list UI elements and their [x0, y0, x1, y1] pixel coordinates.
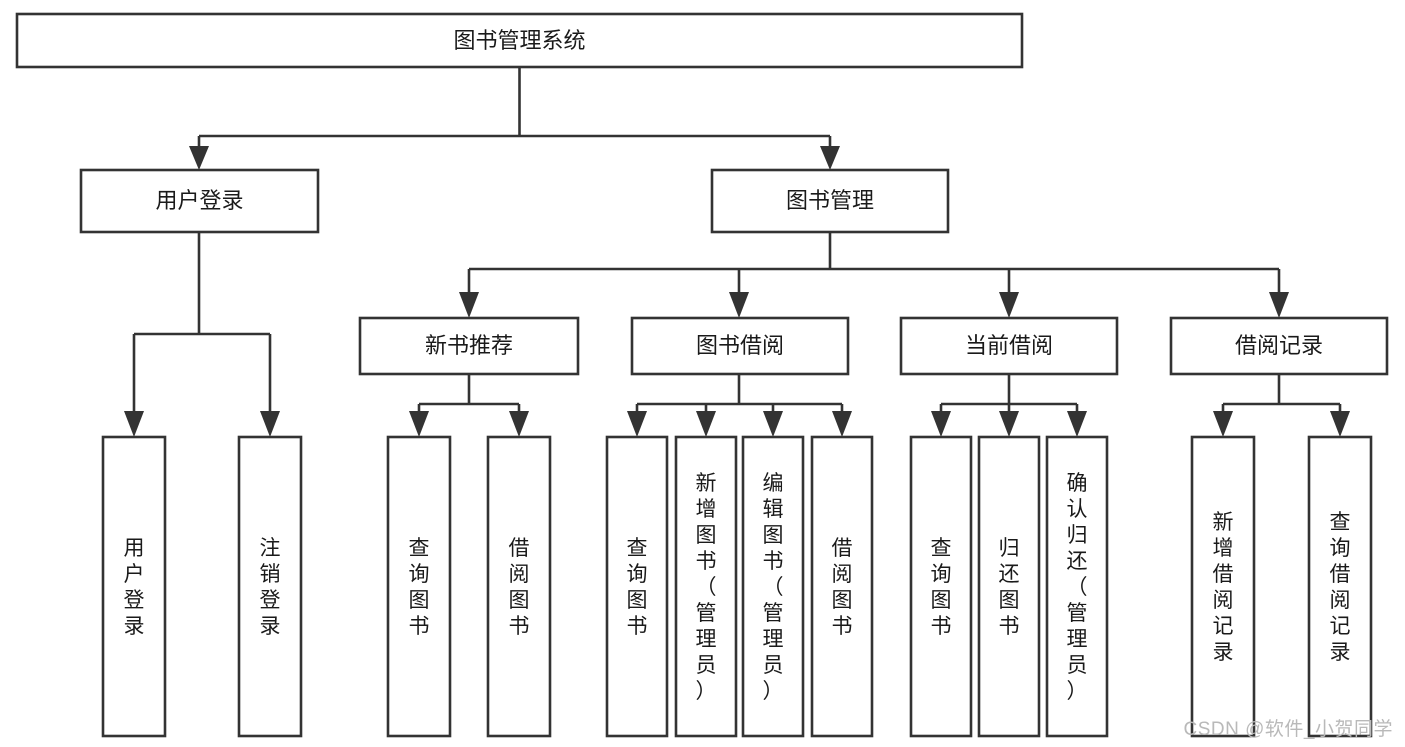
node-borrow-record-box[interactable]	[1169, 316, 1389, 376]
leaf-query-record-box[interactable]	[1307, 435, 1373, 738]
leaf-add-record-box[interactable]	[1190, 435, 1256, 738]
leaf-confirm-return-label: 确认归还（管理员）	[1067, 472, 1088, 703]
arrow-head-leaf-query-book-1	[409, 411, 429, 437]
node-new-book-recommend[interactable]: 新书推荐	[358, 316, 580, 376]
watermark-text: CSDN @软件_小贺同学	[1183, 719, 1393, 740]
leaf-confirm-return-box[interactable]	[1045, 435, 1109, 738]
leaf-edit-book-box[interactable]	[741, 435, 805, 738]
leaf-borrow-book-1-box[interactable]	[486, 435, 552, 738]
arrow-head-leaf-borrow-book-1	[509, 411, 529, 437]
node-new-book-recommend-box[interactable]	[358, 316, 580, 376]
leaf-user-logout-label: 注销登录	[260, 537, 281, 638]
leaf-user-login-box[interactable]	[101, 435, 167, 738]
arrow-head-leaf-query-record	[1330, 411, 1350, 437]
arrow-head-leaf-query-book-2	[627, 411, 647, 437]
leaf-borrow-book-1[interactable]: 借阅图书	[486, 435, 552, 738]
arrow-head-leaf-return-book	[999, 411, 1019, 437]
leaf-return-book[interactable]: 归还图书	[977, 435, 1041, 738]
leaf-borrow-book-2-label: 借阅图书	[832, 537, 853, 638]
node-book-manage[interactable]: 图书管理	[710, 168, 950, 234]
leaf-add-book[interactable]: 新增图书（管理员）	[674, 435, 738, 738]
leaf-borrow-book-1-label: 借阅图书	[509, 537, 530, 638]
leaf-query-record[interactable]: 查询借阅记录	[1307, 435, 1373, 738]
arrow-head-book-borrow	[729, 292, 749, 318]
node-book-borrow[interactable]: 图书借阅	[630, 316, 850, 376]
leaf-query-book-2[interactable]: 查询图书	[605, 435, 669, 738]
leaf-borrow-book-2[interactable]: 借阅图书	[810, 435, 874, 738]
leaf-user-login-label: 用户登录	[124, 537, 145, 638]
node-user-login-label: 用户登录	[155, 188, 243, 213]
arrow-head-leaf-add-book	[696, 411, 716, 437]
arrow-head-leaf-edit-book	[763, 411, 783, 437]
arrow-head-leaf-add-record	[1213, 411, 1233, 437]
arrow-head-new-book-recommend	[459, 292, 479, 318]
leaf-query-book-1[interactable]: 查询图书	[386, 435, 452, 738]
leaf-borrow-book-2-box[interactable]	[810, 435, 874, 738]
leaf-query-record-label: 查询借阅记录	[1330, 511, 1351, 664]
arrow-head-leaf-query-book-3	[931, 411, 951, 437]
arrow-head-leaf-borrow-book-2	[832, 411, 852, 437]
leaf-return-book-box[interactable]	[977, 435, 1041, 738]
node-new-book-recommend-label: 新书推荐	[425, 333, 513, 358]
leaf-query-book-3-label: 查询图书	[931, 537, 952, 638]
node-root-label: 图书管理系统	[453, 28, 585, 53]
leaf-query-book-1-box[interactable]	[386, 435, 452, 738]
node-user-login-box[interactable]	[79, 168, 320, 234]
leaf-query-book-3-box[interactable]	[909, 435, 973, 738]
node-book-manage-label: 图书管理	[786, 188, 874, 213]
arrow-head-borrow-record	[1269, 292, 1289, 318]
node-book-borrow-label: 图书借阅	[696, 333, 784, 358]
leaf-add-book-box[interactable]	[674, 435, 738, 738]
node-current-borrow[interactable]: 当前借阅	[899, 316, 1119, 376]
leaf-user-login[interactable]: 用户登录	[101, 435, 167, 738]
node-book-borrow-box[interactable]	[630, 316, 850, 376]
leaf-add-book-label: 新增图书（管理员）	[696, 472, 717, 703]
node-root-box[interactable]	[15, 12, 1024, 69]
node-user-login[interactable]: 用户登录	[79, 168, 320, 234]
leaf-user-logout[interactable]: 注销登录	[237, 435, 303, 738]
leaf-add-record[interactable]: 新增借阅记录	[1190, 435, 1256, 738]
leaf-query-book-1-label: 查询图书	[409, 537, 430, 638]
arrow-head-book-manage	[820, 146, 840, 170]
arrow-head-leaf-user-logout	[260, 411, 280, 437]
leaf-query-book-3[interactable]: 查询图书	[909, 435, 973, 738]
leaf-edit-book[interactable]: 编辑图书（管理员）	[741, 435, 805, 738]
leaf-edit-book-label: 编辑图书（管理员）	[763, 472, 784, 703]
leaf-query-book-2-box[interactable]	[605, 435, 669, 738]
node-borrow-record[interactable]: 借阅记录	[1169, 316, 1389, 376]
leaf-user-logout-box[interactable]	[237, 435, 303, 738]
node-current-borrow-label: 当前借阅	[965, 333, 1053, 358]
connector-group	[124, 67, 1350, 437]
arrow-head-leaf-user-login	[124, 411, 144, 437]
leaf-query-book-2-label: 查询图书	[627, 537, 648, 638]
arrow-head-leaf-confirm-return	[1067, 411, 1087, 437]
node-book-manage-box[interactable]	[710, 168, 950, 234]
node-root[interactable]: 图书管理系统	[15, 12, 1024, 69]
leaf-return-book-label: 归还图书	[999, 537, 1020, 638]
node-borrow-record-label: 借阅记录	[1235, 333, 1323, 358]
leaf-confirm-return[interactable]: 确认归还（管理员）	[1045, 435, 1109, 738]
arrow-head-current-borrow	[999, 292, 1019, 318]
node-current-borrow-box[interactable]	[899, 316, 1119, 376]
leaf-add-record-label: 新增借阅记录	[1213, 511, 1234, 664]
arrow-head-user-login	[189, 146, 209, 170]
